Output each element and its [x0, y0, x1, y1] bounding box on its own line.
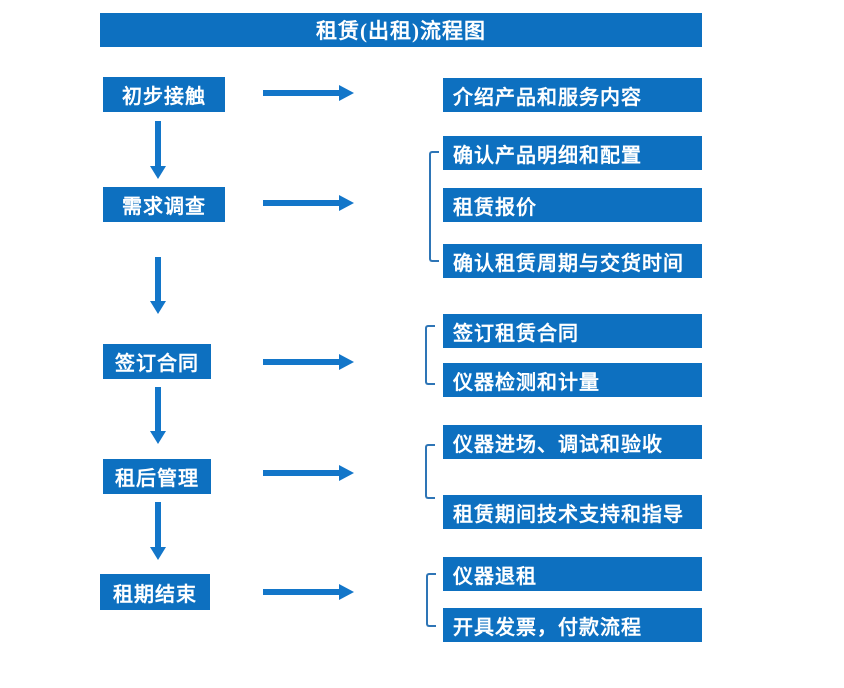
arrow-right-initial-contact [263, 85, 354, 101]
output-box-invoice-payment-process: 开具发票，付款流程 [443, 608, 702, 642]
arrow-right-demand-survey [263, 195, 354, 211]
arrow-shaft [263, 200, 341, 206]
arrow-head-down-icon [150, 431, 166, 444]
output-box-instrument-testing-metrology: 仪器检测和计量 [443, 363, 702, 397]
arrow-head-right-icon [339, 195, 354, 211]
bracket-group-rental-end [426, 573, 436, 627]
arrow-right-post-rental-management [263, 465, 354, 481]
arrow-shaft [263, 90, 341, 96]
arrow-shaft [155, 257, 161, 302]
stage-box-sign-contract: 签订合同 [103, 344, 211, 379]
output-box-confirm-product-details-config: 确认产品明细和配置 [443, 136, 702, 170]
output-box-instrument-return: 仪器退租 [443, 557, 702, 591]
bracket-group-sign-contract [425, 325, 435, 385]
arrow-head-down-icon [150, 301, 166, 314]
output-box-instrument-arrival-debug-acceptance: 仪器进场、调试和验收 [443, 425, 702, 459]
output-box-rental-tech-support-guidance: 租赁期间技术支持和指导 [443, 495, 702, 529]
arrow-right-sign-contract [263, 354, 354, 370]
arrow-shaft [155, 502, 161, 548]
stage-box-demand-survey: 需求调查 [103, 187, 225, 222]
arrow-head-right-icon [339, 584, 354, 600]
arrow-head-right-icon [339, 465, 354, 481]
arrow-down-survey-to-contract [150, 257, 166, 314]
arrow-shaft [263, 359, 341, 365]
arrow-head-down-icon [150, 166, 166, 179]
arrow-head-down-icon [150, 547, 166, 560]
arrow-shaft [155, 121, 161, 167]
bracket-group-demand-survey [429, 151, 439, 262]
arrow-head-right-icon [339, 354, 354, 370]
arrow-shaft [155, 387, 161, 432]
stage-box-post-rental-management: 租后管理 [103, 459, 211, 494]
arrow-down-initial-to-survey [150, 121, 166, 179]
arrow-right-rental-end [263, 584, 354, 600]
output-box-confirm-rental-period-delivery: 确认租赁周期与交货时间 [443, 244, 702, 278]
bracket-group-post-rental-management [425, 444, 435, 499]
arrow-down-contract-to-management [150, 387, 166, 444]
output-box-introduce-products-services: 介绍产品和服务内容 [443, 78, 702, 112]
arrow-shaft [263, 589, 341, 595]
output-box-sign-rental-contract: 签订租赁合同 [443, 314, 702, 348]
arrow-head-right-icon [339, 85, 354, 101]
output-box-rental-quotation: 租赁报价 [443, 188, 702, 222]
stage-box-initial-contact: 初步接触 [103, 77, 225, 112]
stage-box-rental-end: 租期结束 [100, 574, 210, 610]
arrow-down-management-to-end [150, 502, 166, 560]
arrow-shaft [263, 470, 341, 476]
page-title: 租赁(出租)流程图 [100, 13, 702, 47]
